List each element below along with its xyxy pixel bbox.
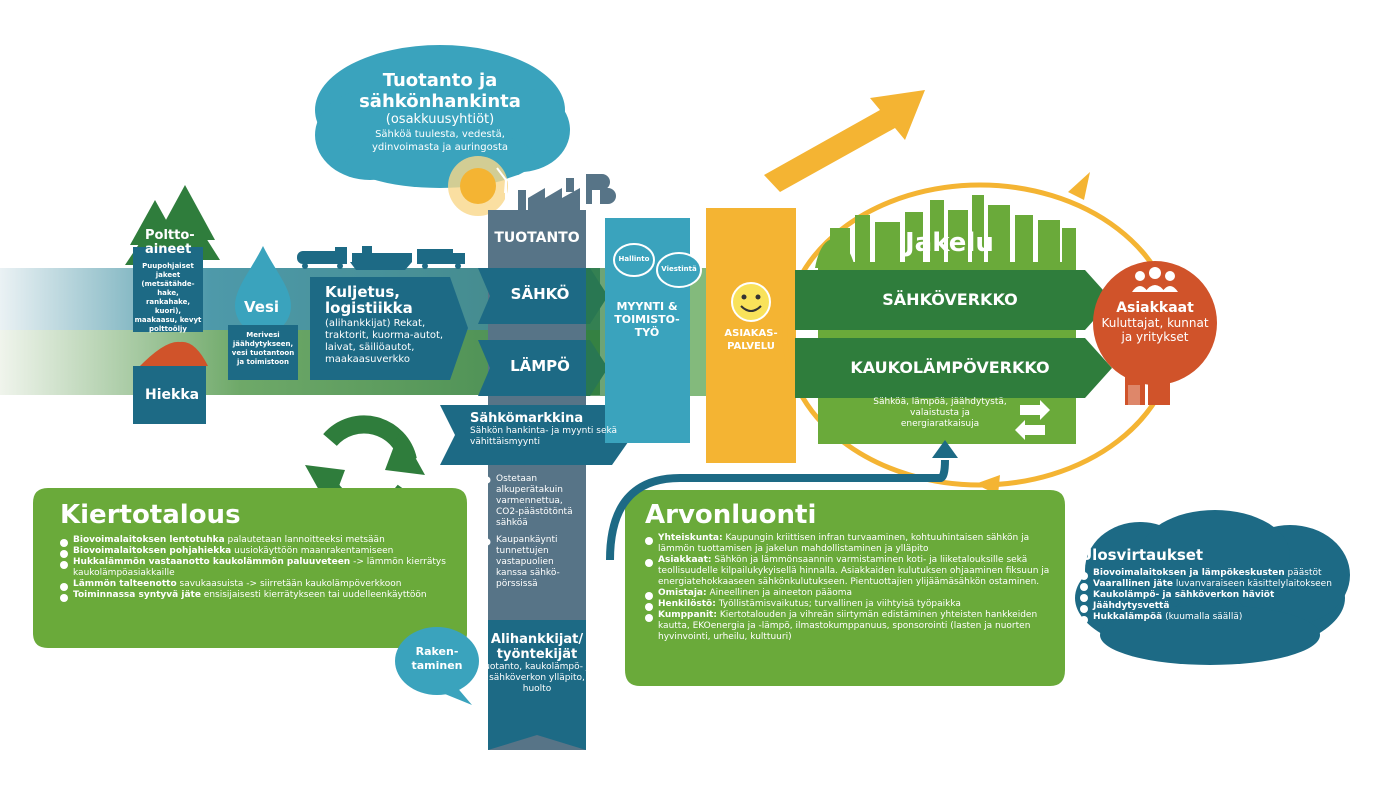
market-text: Sähkömarkkina Sähkön hankinta- ja myynti… — [470, 411, 620, 448]
market-arrow — [440, 405, 633, 465]
sales-label: MYYNTI & TOIMISTO-TYÖ — [614, 300, 680, 339]
cloud-top-description: Sähköä tuulesta, vedestä, ydinvoimasta j… — [371, 129, 508, 153]
smiley-icon — [731, 282, 771, 322]
circular-item: Biovoimalaitoksen lentotuhka palautetaan… — [60, 535, 460, 547]
customer-service-column — [706, 208, 796, 463]
bubble-admin — [613, 243, 655, 277]
circular-item: Hukkalämmön vastaanotto kaukolämmön palu… — [60, 557, 460, 579]
value-panel — [625, 490, 1065, 686]
fuels-box-shape — [133, 247, 203, 332]
cloud-top-title: Tuotanto ja sähkönhankinta — [359, 70, 521, 112]
sand-title: Hiekka — [145, 387, 200, 403]
customer-service-label: ASIAKAS-PALVELU — [724, 328, 778, 352]
construction-bubble — [395, 627, 479, 695]
heat-arrow — [478, 340, 608, 396]
construction-label: Raken-taminen — [411, 645, 463, 672]
customers-description: Kuluttajat, kunnat ja yritykset — [1101, 316, 1209, 344]
value-item: Henkilöstö: Työllistämisvaikutus; turval… — [645, 599, 1055, 611]
outflows-title: Ulosvirtaukset — [1080, 546, 1204, 564]
cloud-top-subtitle: (osakkuusyhtiöt) — [385, 112, 495, 127]
value-list: Yhteiskunta: Kaupungin kriittisen infran… — [645, 533, 1055, 643]
water-drop-icon — [235, 246, 291, 334]
customers-title: Asiakkaat — [1116, 300, 1194, 316]
district-heat-label: KAUKOLÄMPÖVERKKO — [850, 358, 1050, 377]
outflows-item: Biovoimalaitoksen ja lämpökeskusten pääs… — [1080, 568, 1360, 580]
logistics-text: Kuljetus, logistiikka (alihankkijat) Rek… — [325, 284, 455, 366]
electricity-label: SÄHKÖ — [510, 285, 570, 303]
cloud-top-text: Tuotanto ja sähkönhankinta (osakkuusyhti… — [345, 70, 535, 154]
sand-box-shape — [133, 366, 206, 424]
outflows-item: Jäähdytysvettä — [1080, 601, 1360, 613]
comm-label: Viestintä — [661, 265, 697, 273]
wind-turbine-icon — [496, 167, 519, 215]
circular-item: Biovoimalaitoksen pohjahiekka uusiokäytt… — [60, 546, 460, 558]
people-icon — [1132, 267, 1178, 292]
logistics-description: (alihankkijat) Rekat, traktorit, kuorma-… — [325, 318, 444, 365]
logo-pb — [586, 174, 616, 204]
value-title: Arvonluonti — [645, 500, 817, 530]
subcontractors-description: Tuotanto, kaukolämpö- ja sähköverkon yll… — [480, 662, 594, 694]
admin-label: Hallinto — [618, 255, 650, 263]
circular-item: Toiminnassa syntyvä jäte ensisijaisesti … — [60, 590, 460, 602]
market-title: Sähkömarkkina — [470, 411, 584, 426]
customers-text: Asiakkaat Kuluttajat, kunnat ja yritykse… — [1100, 300, 1210, 344]
customer-buildings-icon — [1125, 370, 1170, 405]
district-heat-arrow — [795, 338, 1112, 398]
exchange-arrows-icon — [1015, 400, 1050, 440]
outflows-item: Kaukolämpö- ja sähköverkon häviöt — [1080, 590, 1360, 602]
fuels-title: Poltto-aineet — [145, 228, 195, 257]
grid-arrow — [795, 270, 1112, 330]
outflows-list: Biovoimalaitoksen ja lämpökeskusten pääs… — [1080, 568, 1360, 624]
outflows-item: Hukkalämpöä (kuumalla säällä) — [1080, 612, 1360, 624]
grid-label: SÄHKÖVERKKO — [882, 290, 1018, 309]
circular-panel — [33, 488, 467, 648]
sand-pile-icon — [138, 341, 208, 368]
market-description: Sähkön hankinta- ja myynti sekä vähittäi… — [470, 426, 618, 447]
procurement-item: Ostetaan alkuperätakuin varmennettua, CO… — [496, 474, 573, 528]
water-title: Vesi — [244, 298, 280, 316]
logistics-title: Kuljetus, logistiikka — [325, 283, 413, 317]
customers-circle — [1093, 261, 1217, 385]
sales-arrow-shape — [764, 90, 925, 192]
subcontractors-text: Alihankkijat/ työntekijät Tuotanto, kauk… — [480, 632, 594, 695]
distribution-services: Sähköä, lämpöä, jäähdytystä, valaistusta… — [873, 397, 1007, 429]
value-creation: Arvonluonti Yhteiskunta: Kaupungin kriit… — [645, 500, 1055, 643]
city-skyline-icon — [815, 195, 1076, 268]
value-item: Asiakkaat: Sähkön ja lämmönsaannin varmi… — [645, 555, 1055, 588]
logistics-arrow — [310, 277, 468, 380]
water-text: Merivesi jäähdytykseen, vesi tuotantoon … — [231, 331, 295, 366]
outflows: Ulosvirtaukset Biovoimalaitoksen ja lämp… — [1080, 545, 1360, 624]
heat-label: LÄMPÖ — [510, 357, 570, 375]
procurement-item: Kaupankäynti tunnettujen vastapuolien ka… — [496, 535, 560, 589]
circular-economy: Kiertotalous Biovoimalaitoksen lentotuhk… — [60, 500, 460, 602]
connector-arrow — [606, 459, 949, 561]
procurement-list: Ostetaan alkuperätakuin varmennettua, CO… — [496, 474, 584, 590]
factory-icon — [518, 178, 580, 215]
outflows-cloud-shape — [1075, 510, 1350, 665]
bubble-comm — [656, 252, 702, 288]
electricity-arrow — [478, 268, 608, 324]
subcontractors-title: Alihankkijat/ työntekijät — [490, 632, 584, 662]
value-item: Omistaja: Aineellinen ja aineeton pääoma — [645, 588, 1055, 600]
value-item: Kumppanit: Kiertotalouden ja vihreän sii… — [645, 610, 1055, 643]
circular-title: Kiertotalous — [60, 500, 241, 530]
production-label: TUOTANTO — [494, 230, 580, 246]
circular-list: Biovoimalaitoksen lentotuhka palautetaan… — [60, 535, 460, 602]
distribution-title: Jakelu — [905, 228, 994, 258]
outflows-item: Vaarallinen jäte luvanvaraiseen käsittel… — [1080, 579, 1360, 591]
value-item: Yhteiskunta: Kaupungin kriittisen infran… — [645, 533, 1055, 555]
fuels-text: Puupohjaiset jakeet (metsätähde-hake, ra… — [134, 262, 202, 333]
transport-vehicles-icon — [297, 246, 465, 270]
circular-item: Lämmön talteenotto savukaasuista -> siir… — [60, 579, 460, 591]
water-box-shape — [228, 325, 298, 380]
